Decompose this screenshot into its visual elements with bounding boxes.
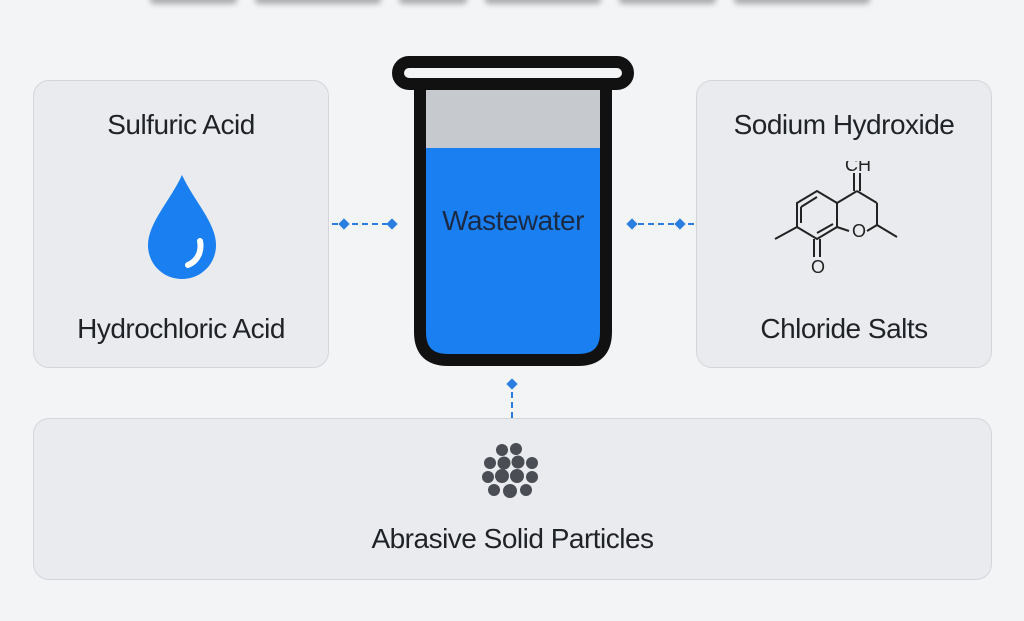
abrasive-particles-label: Abrasive Solid Particles [371, 523, 654, 554]
bases-salts-panel: Sodium Hydroxide CH O O [696, 80, 992, 368]
beaker-icon [392, 56, 634, 366]
particles-icon [482, 443, 538, 498]
solids-panel: Abrasive Solid Particles [33, 418, 992, 580]
connector-bottom [506, 378, 518, 420]
atom-o-ring: O [852, 221, 866, 241]
atom-o-carbonyl: O [811, 257, 825, 277]
sulfuric-acid-label: Sulfuric Acid [107, 109, 255, 140]
blurred-header [150, 0, 870, 10]
connector-left [332, 218, 398, 230]
hydrochloric-acid-label: Hydrochloric Acid [77, 313, 285, 344]
chloride-salts-label: Chloride Salts [760, 313, 928, 344]
atom-ch: CH [845, 161, 871, 175]
sodium-hydroxide-label: Sodium Hydroxide [733, 109, 955, 140]
molecule-structure-icon: CH O O [774, 161, 898, 277]
connector-right [626, 218, 694, 230]
wastewater-label: Wastewater [442, 205, 584, 236]
droplet-icon [148, 175, 216, 279]
acids-panel: Sulfuric Acid Hydrochloric Acid [33, 80, 329, 368]
